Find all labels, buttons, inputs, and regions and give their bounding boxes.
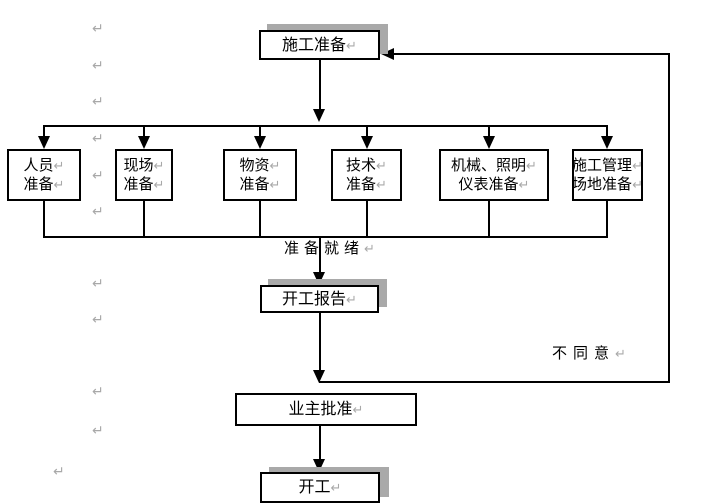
paragraph-mark-icon: ↵ [92,130,104,146]
paragraph-mark-icon: ↵ [269,158,281,173]
merge-line-4 [366,201,368,237]
merge-line-5 [488,201,490,237]
paragraph-mark-icon: ↵ [53,158,65,173]
arrowhead-down-icon [38,136,50,149]
box-label: 物资 [239,157,270,174]
paragraph-mark-icon: ↵ [92,20,104,36]
paragraph-mark-icon: ↵ [92,203,104,219]
paragraph-mark-icon: ↵ [352,402,364,417]
box-label: 仪表准备 [458,176,519,193]
box-label: 开工 [298,479,331,496]
paragraph-mark-icon: ↵ [92,57,104,73]
merge-line-1 [43,201,45,237]
connector-top-to-branch [319,60,321,110]
paragraph-mark-icon: ↵ [92,275,104,291]
connector-approve-to-start [319,426,321,460]
flow-box-work-start-report[interactable]: 开工报告↵ [260,285,379,313]
flow-box-management-site-prep[interactable]: 施工管理↵ 场地准备↵ [572,149,643,201]
paragraph-mark-icon: ↵ [376,177,387,192]
arrowhead-down-icon [138,136,150,149]
box-label: 准备 [346,176,377,193]
connector-report-to-approve [319,313,321,371]
drop-line-5 [488,126,490,138]
flow-box-machinery-lighting-prep[interactable]: 机械、照明↵ 仪表准备↵ [439,149,549,201]
box-label: 准备 [23,176,54,193]
box-label: 人员 [23,157,54,174]
merge-line-6 [606,201,608,237]
paragraph-mark-icon: ↵ [632,177,643,192]
paragraph-mark-icon: ↵ [346,291,357,307]
arrowhead-down-icon [254,136,266,149]
box-label: 准备 [239,176,270,193]
paragraph-mark-icon: ↵ [376,158,387,173]
flow-box-construction-prep[interactable]: 施工准备↵ [259,30,380,60]
arrowhead-down-icon [313,109,325,122]
flow-box-site-prep[interactable]: 现场↵ 准备↵ [115,149,173,201]
paragraph-mark-icon: ↵ [615,346,626,361]
paragraph-mark-icon: ↵ [526,158,537,173]
disagree-label[interactable]: 不同意↵ [552,345,626,362]
merge-line [43,236,608,238]
arrowhead-down-icon [483,136,495,149]
feedback-bottom-line [319,381,670,383]
feedback-top-line [390,53,670,55]
drop-line-1 [43,126,45,138]
paragraph-mark-icon: ↵ [518,177,530,192]
feedback-right-line [668,53,670,383]
box-label: 施工准备 [282,36,347,54]
box-label: 施工管理 [572,157,633,174]
drop-line-3 [259,126,261,138]
paragraph-mark-icon: ↵ [92,93,104,109]
paragraph-mark-icon: ↵ [92,383,104,399]
paragraph-mark-icon: ↵ [53,177,65,192]
paragraph-mark-icon: ↵ [269,177,281,192]
box-label: 开工报告 [282,290,347,308]
paragraph-mark-icon: ↵ [330,480,342,495]
paragraph-mark-icon: ↵ [632,158,643,173]
flow-box-material-prep[interactable]: 物资↵ 准备↵ [223,149,297,201]
box-label: 业主批准 [288,401,353,418]
paragraph-mark-icon: ↵ [53,463,65,479]
box-label: 场地准备 [572,176,633,193]
flow-box-work-start[interactable]: 开工↵ [260,472,380,503]
ready-label-text: 准备就绪 [284,240,365,257]
flow-box-personnel-prep[interactable]: 人员↵ 准备↵ [7,149,81,201]
merge-line-2 [143,201,145,237]
paragraph-mark-icon: ↵ [92,422,104,438]
paragraph-mark-icon: ↵ [92,167,104,183]
paragraph-mark-icon: ↵ [153,177,165,192]
box-label: 机械、照明 [451,157,527,174]
drop-line-2 [143,126,145,138]
drop-line-4 [366,126,368,138]
box-label: 准备 [123,176,154,193]
branch-line [43,125,608,127]
merge-line-3 [259,201,261,237]
paragraph-mark-icon: ↵ [364,241,375,256]
disagree-label-text: 不同意 [552,345,616,362]
box-label: 现场 [123,157,154,174]
arrowhead-down-icon [601,136,613,149]
connector-merge-to-report [319,237,321,273]
arrowhead-down-icon [313,370,325,383]
paragraph-mark-icon: ↵ [92,311,104,327]
arrowhead-down-icon [361,136,373,149]
paragraph-mark-icon: ↵ [346,37,357,53]
box-label: 技术 [346,157,377,174]
ready-label[interactable]: 准备就绪↵ [284,240,375,257]
flow-box-owner-approval[interactable]: 业主批准↵ [235,393,417,426]
paragraph-mark-icon: ↵ [153,158,165,173]
drop-line-6 [606,126,608,138]
flow-box-technical-prep[interactable]: 技术↵ 准备↵ [331,149,402,201]
